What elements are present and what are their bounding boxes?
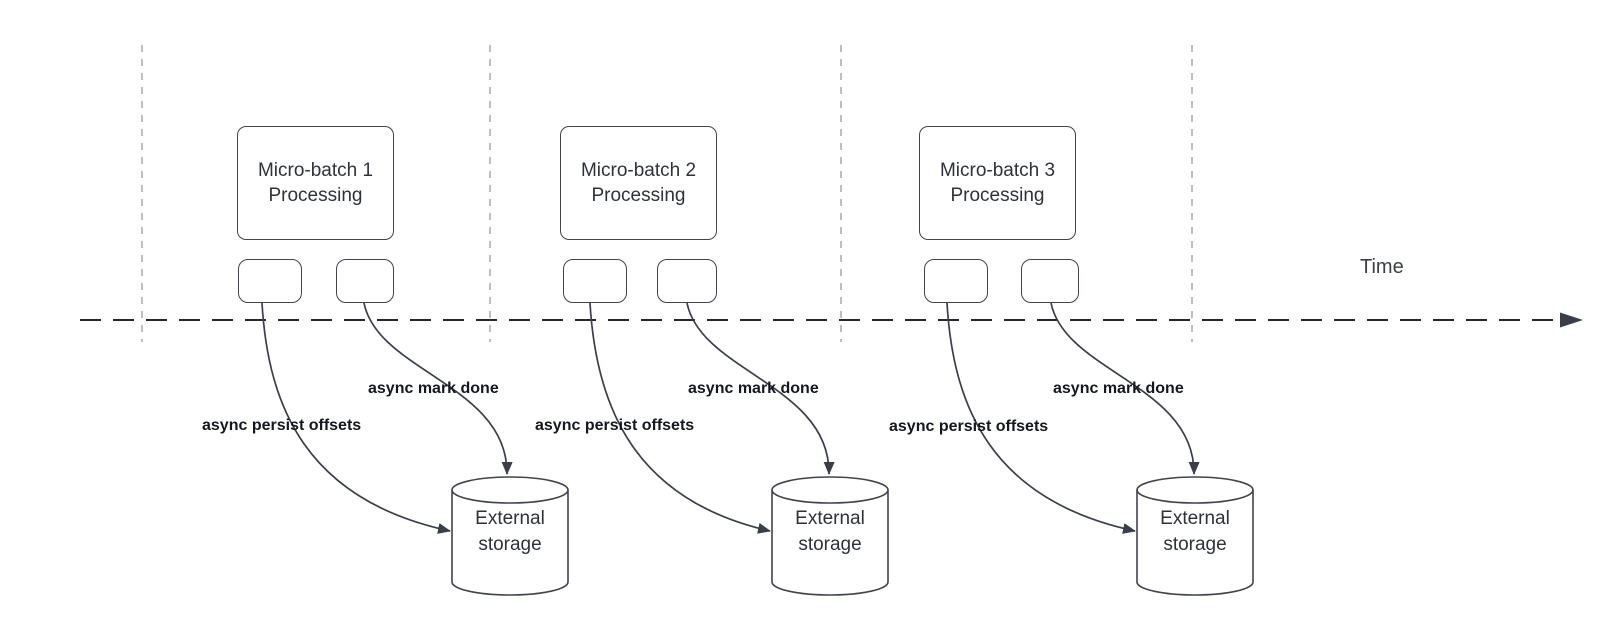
task-box-1-persist <box>238 259 302 303</box>
micro-batch-2-processing-box: Micro-batch 2 Processing <box>560 126 717 240</box>
external-storage-label-3: External storage <box>1160 508 1230 555</box>
storage-cylinder-3 <box>1136 476 1254 596</box>
external-storage-label-2: External storage <box>795 508 865 555</box>
storage-cylinder-2 <box>771 476 889 596</box>
mark-done-label-3: async mark done <box>1053 380 1184 397</box>
storage-cylinder-3-lip <box>1136 489 1254 504</box>
task-box-3-done <box>1021 259 1079 303</box>
persist-offsets-arrow-2 <box>589 302 771 534</box>
persist-offsets-arrow-1 <box>261 302 451 534</box>
task-box-1-done <box>336 259 394 303</box>
time-axis-label: Time <box>1360 256 1404 278</box>
external-storage-label-1: External storage <box>475 508 545 555</box>
task-box-2-done <box>657 259 717 303</box>
micro-batch-2-processing-label: Micro-batch 2 Processing <box>580 160 697 206</box>
persist-offsets-label-3: async persist offsets <box>889 418 1049 435</box>
storage-cylinder-1 <box>451 476 569 596</box>
task-box-3-persist <box>924 259 988 303</box>
mark-done-arrow-1 <box>363 302 513 475</box>
storage-cylinder-1-lip <box>451 489 569 504</box>
timeline-arrowhead-icon <box>1560 312 1583 328</box>
persist-offsets-label-2: async persist offsets <box>535 417 695 434</box>
mark-done-arrow-2 <box>686 302 835 475</box>
micro-batch-3-processing-label: Micro-batch 3 Processing <box>939 160 1056 206</box>
mark-done-label-2: async mark done <box>688 380 819 397</box>
task-box-2-persist <box>563 259 627 303</box>
mark-done-label-1: async mark done <box>368 380 499 397</box>
storage-cylinder-2-lip <box>771 489 889 504</box>
persist-offsets-arrow-3 <box>946 302 1136 534</box>
persist-offsets-label-1: async persist offsets <box>202 417 362 434</box>
micro-batch-1-processing-box: Micro-batch 1 Processing <box>237 126 394 240</box>
micro-batch-1-processing-label: Micro-batch 1 Processing <box>257 160 374 206</box>
mark-done-arrow-3 <box>1050 302 1200 475</box>
micro-batch-3-processing-box: Micro-batch 3 Processing <box>919 126 1076 240</box>
